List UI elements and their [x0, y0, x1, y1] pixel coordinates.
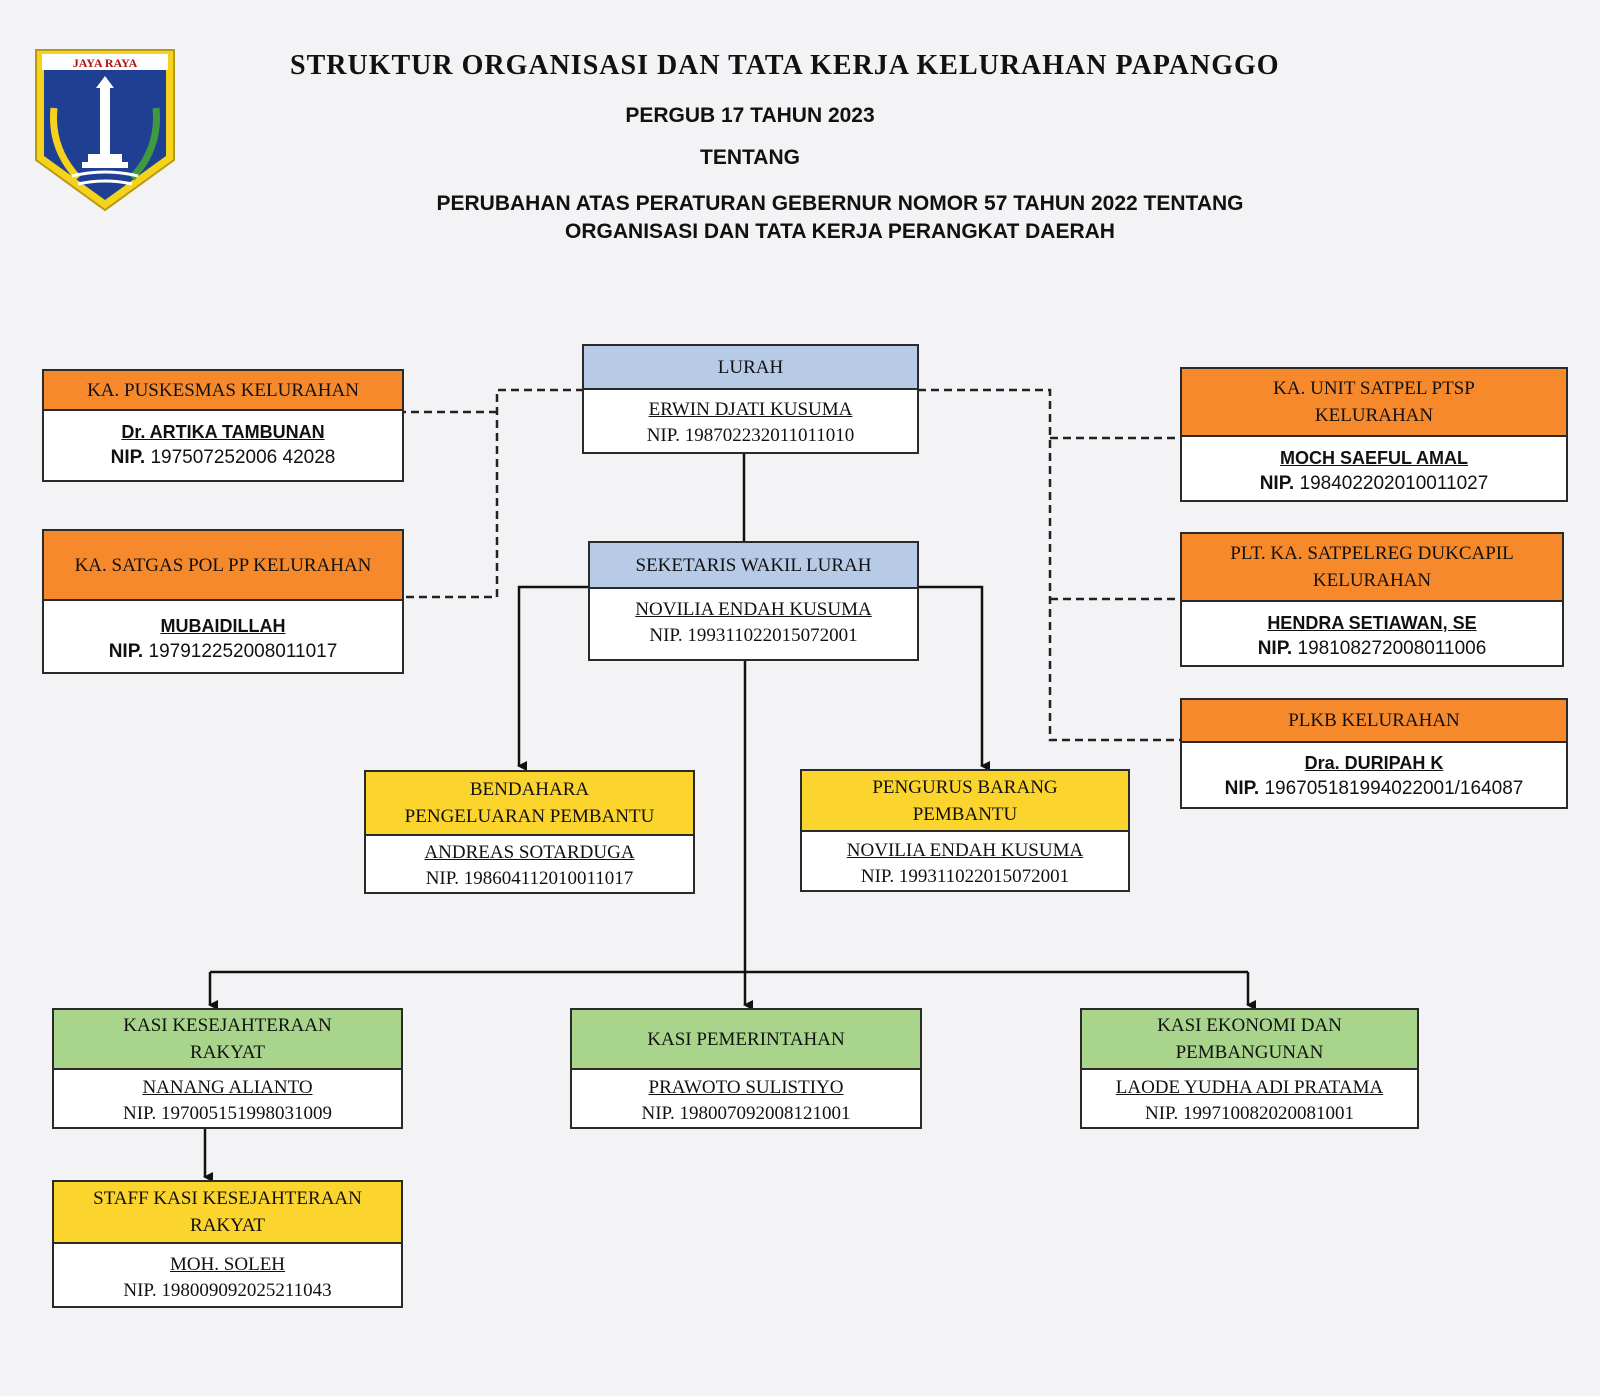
node-puskesmas-nip-label: NIP. — [110, 447, 146, 468]
node-staff-title-line1: STAFF KASI KESEJAHTERAAN — [93, 1188, 362, 1209]
node-staff-title: STAFF KASI KESEJAHTERAAN RAKYAT — [54, 1182, 401, 1244]
node-pemerintahan-nip: NIP. 198007092008121001 — [641, 1103, 851, 1124]
node-ptsp-nip: 198402202010011027 — [1299, 473, 1489, 494]
node-plkb-nip-row: NIP. 196705181994022001/164087 — [1182, 776, 1566, 802]
node-satgas-nip: 197912252008011017 — [148, 641, 338, 662]
regulation-subject-line2: ORGANISASI DAN TATA KERJA PERANGKAT DAER… — [565, 220, 1115, 243]
node-plkb-name: Dra. DURIPAH K — [1304, 753, 1444, 773]
node-bendahara-title: BENDAHARA PENGELUARAN PEMBANTU — [366, 772, 693, 836]
node-dukcapil-title-line1: PLT. KA. SATPELREG DUKCAPIL — [1230, 543, 1514, 564]
node-ptsp-title-line2: KELURAHAN — [1314, 405, 1434, 426]
chart-title: STRUKTUR ORGANISASI DAN TATA KERJA KELUR… — [290, 50, 1280, 81]
emblem-text: JAYA RAYA — [73, 56, 138, 70]
node-lurah-name: ERWIN DJATI KUSUMA — [648, 399, 853, 420]
node-pemerintahan-title: KASI PEMERINTAHAN — [572, 1010, 920, 1070]
node-dukcapil-nip-row: NIP. 198108272008011006 — [1182, 636, 1562, 662]
node-puskesmas-nip-row: NIP. 197507252006 42028 — [44, 445, 402, 471]
line-sekretaris-pengurus — [918, 585, 990, 771]
node-satgas-nip-label: NIP. — [108, 641, 144, 662]
node-bendahara-title-line1: BENDAHARA — [469, 779, 590, 800]
node-ptsp-name: MOCH SAEFUL AMAL — [1280, 448, 1468, 468]
node-sekretaris: SEKETARIS WAKIL LURAH NOVILIA ENDAH KUSU… — [588, 541, 919, 661]
node-bendahara-name: ANDREAS SOTARDUGA — [424, 842, 635, 863]
dashed-right — [918, 388, 1180, 742]
node-sekretaris-nip: NIP. 199311022015072001 — [649, 625, 858, 646]
node-ekonomi-name: LAODE YUDHA ADI PRATAMA — [1115, 1077, 1384, 1098]
line-sekretaris-bendahara — [517, 585, 588, 771]
jaya-raya-emblem: JAYA RAYA — [35, 49, 175, 212]
node-ekonomi-title: KASI EKONOMI DAN PEMBANGUNAN — [1082, 1010, 1417, 1070]
node-dukcapil-nip: 198108272008011006 — [1297, 638, 1487, 659]
node-satgas: KA. SATGAS POL PP KELURAHAN MUBAIDILLAH … — [42, 529, 404, 674]
node-plkb-title: PLKB KELURAHAN — [1182, 700, 1566, 743]
node-bendahara-title-line2: PENGELUARAN PEMBANTU — [404, 806, 655, 827]
node-kesra-title-line2: RAKYAT — [190, 1042, 265, 1063]
node-pengurus-nip: NIP. 199311022015072001 — [860, 866, 1070, 887]
node-satgas-nip-row: NIP. 197912252008011017 — [44, 639, 402, 665]
node-staff: STAFF KASI KESEJAHTERAAN RAKYAT MOH. SOL… — [52, 1180, 403, 1308]
node-ptsp-title: KA. UNIT SATPEL PTSP KELURAHAN — [1182, 369, 1566, 437]
node-kesra-title: KASI KESEJAHTERAAN RAKYAT — [54, 1010, 401, 1070]
regulation-about: TENTANG — [700, 146, 800, 169]
node-puskesmas: KA. PUSKESMAS KELURAHAN Dr. ARTIKA TAMBU… — [42, 369, 404, 482]
node-kesra-name: NANANG ALIANTO — [142, 1077, 313, 1098]
node-sekretaris-title: SEKETARIS WAKIL LURAH — [590, 543, 917, 589]
node-ptsp: KA. UNIT SATPEL PTSP KELURAHAN MOCH SAEF… — [1180, 367, 1568, 502]
node-pengurus-name: NOVILIA ENDAH KUSUMA — [846, 840, 1084, 861]
node-staff-title-line2: RAKYAT — [190, 1215, 265, 1236]
node-satgas-name: MUBAIDILLAH — [160, 616, 286, 636]
node-lurah-nip: NIP. 198702232011011010 — [646, 425, 855, 446]
node-puskesmas-nip: 197507252006 42028 — [150, 447, 336, 468]
node-lurah-title: LURAH — [584, 346, 917, 390]
dashed-left-top — [403, 388, 584, 599]
node-dukcapil-nip-label: NIP. — [1257, 638, 1293, 659]
node-kesra-nip: NIP. 197005151998031009 — [122, 1103, 332, 1124]
node-pengurus-title-line1: PENGURUS BARANG — [872, 776, 1058, 798]
regulation-subject-line1: PERUBAHAN ATAS PERATURAN GEBERNUR NOMOR … — [436, 192, 1244, 215]
node-puskesmas-name: Dr. ARTIKA TAMBUNAN — [121, 422, 325, 442]
node-plkb-nip-label: NIP. — [1224, 778, 1260, 799]
node-bendahara-nip: NIP. 198604112010011017 — [425, 868, 634, 889]
node-pengurus-title-line2: PEMBANTU — [912, 803, 1018, 825]
node-dukcapil: PLT. KA. SATPELREG DUKCAPIL KELURAHAN HE… — [1180, 532, 1564, 667]
node-dukcapil-name: HENDRA SETIAWAN, SE — [1267, 613, 1477, 633]
node-pemerintahan-name: PRAWOTO SULISTIYO — [648, 1077, 844, 1098]
node-bendahara: BENDAHARA PENGELUARAN PEMBANTU ANDREAS S… — [364, 770, 695, 894]
node-ekonomi-title-line1: KASI EKONOMI DAN — [1157, 1015, 1342, 1036]
node-dukcapil-title-line2: KELURAHAN — [1312, 570, 1432, 591]
node-plkb-nip: 196705181994022001/164087 — [1264, 778, 1524, 799]
node-pemerintahan: KASI PEMERINTAHAN PRAWOTO SULISTIYO NIP.… — [570, 1008, 922, 1129]
node-plkb: PLKB KELURAHAN Dra. DURIPAH K NIP. 19670… — [1180, 698, 1568, 809]
node-kesra: KASI KESEJAHTERAAN RAKYAT NANANG ALIANTO… — [52, 1008, 403, 1129]
node-staff-nip: NIP. 198009092025211043 — [123, 1280, 332, 1301]
node-ptsp-nip-label: NIP. — [1259, 473, 1295, 494]
node-staff-name: MOH. SOLEH — [169, 1254, 286, 1275]
node-puskesmas-title: KA. PUSKESMAS KELURAHAN — [44, 371, 402, 411]
node-lurah: LURAH ERWIN DJATI KUSUMA NIP. 1987022320… — [582, 344, 919, 454]
node-pengurus: PENGURUS BARANG PEMBANTU NOVILIA ENDAH K… — [800, 769, 1130, 892]
node-ekonomi-title-line2: PEMBANGUNAN — [1175, 1042, 1324, 1063]
node-ptsp-nip-row: NIP. 198402202010011027 — [1182, 471, 1566, 497]
node-dukcapil-title: PLT. KA. SATPELREG DUKCAPIL KELURAHAN — [1182, 534, 1562, 602]
node-pengurus-title: PENGURUS BARANG PEMBANTU — [802, 771, 1128, 832]
node-ekonomi-nip: NIP. 199710082020081001 — [1144, 1103, 1354, 1124]
node-sekretaris-name: NOVILIA ENDAH KUSUMA — [635, 599, 872, 620]
regulation-number: PERGUB 17 TAHUN 2023 — [625, 104, 875, 127]
node-ekonomi: KASI EKONOMI DAN PEMBANGUNAN LAODE YUDHA… — [1080, 1008, 1419, 1129]
regulation-subject: PERUBAHAN ATAS PERATURAN GEBERNUR NOMOR … — [320, 190, 1360, 246]
node-kesra-title-line1: KASI KESEJAHTERAAN — [123, 1015, 332, 1036]
node-satgas-title: KA. SATGAS POL PP KELURAHAN — [44, 531, 402, 601]
node-ptsp-title-line1: KA. UNIT SATPEL PTSP — [1273, 378, 1475, 399]
